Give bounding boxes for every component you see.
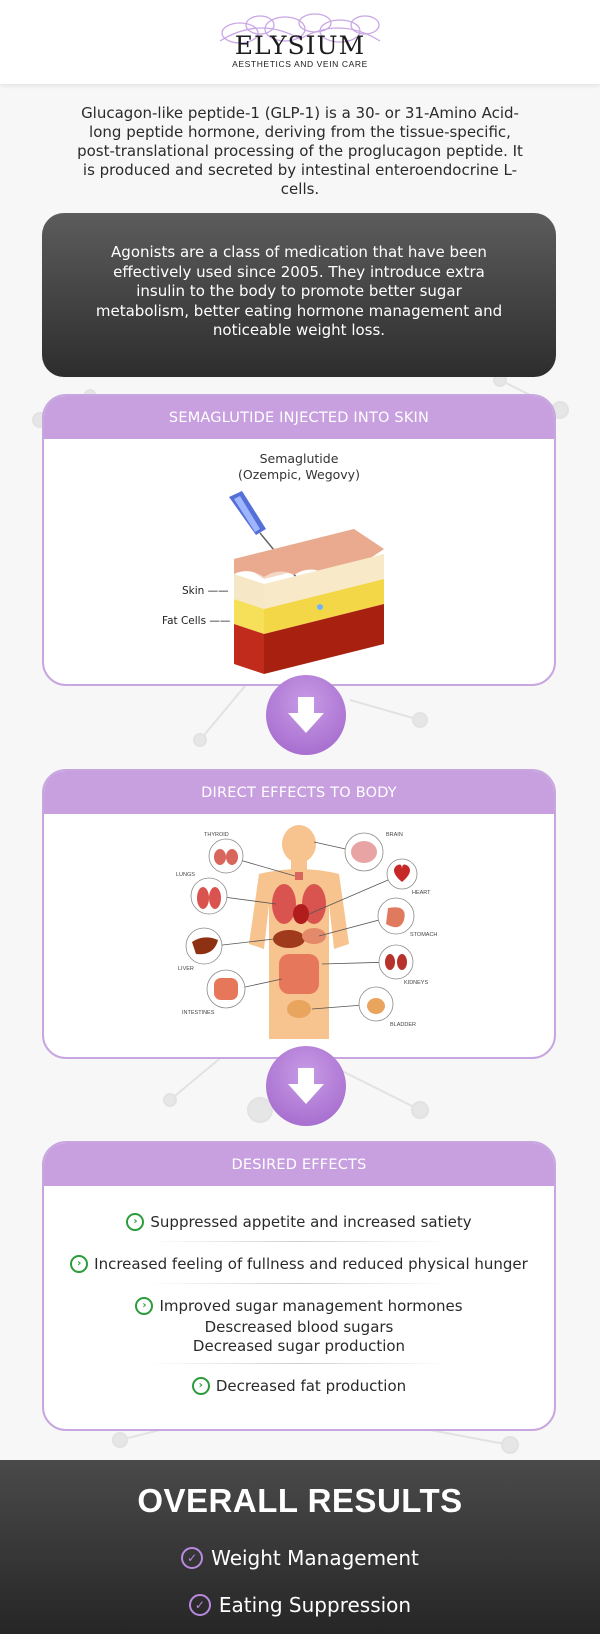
list-item: › Improved sugar management hormones — [44, 1294, 554, 1318]
bladder-icon — [367, 998, 385, 1014]
section-desired-effects: DESIRED EFFECTS › Suppressed appetite an… — [42, 1141, 556, 1431]
divider — [149, 1363, 449, 1364]
chevron-right-icon: › — [135, 1297, 154, 1315]
chevron-right-icon: › — [70, 1255, 89, 1273]
organ-label-kidneys: KIDNEYS — [404, 980, 428, 986]
header: ELYSIUM AESTHETICS AND VEIN CARE — [0, 0, 600, 84]
label-fat-cells: Fat Cells —— — [162, 615, 231, 627]
organ-label-stomach: STOMACH — [410, 932, 437, 938]
chevron-right-icon: › — [126, 1213, 145, 1231]
section-title: DIRECT EFFECTS TO BODY — [44, 771, 554, 814]
organ-label-lungs: LUNGS — [176, 872, 195, 878]
orchid-flower-icon — [219, 13, 381, 44]
drug-title: Semaglutide (Ozempic, Wegovy) — [44, 451, 554, 483]
lungs-icon — [197, 887, 221, 909]
sub-effect: Descreased blood sugars — [204, 1318, 394, 1336]
check-icon: ✓ — [188, 1594, 211, 1616]
organ-label-heart: HEART — [412, 890, 431, 896]
divider — [149, 1241, 449, 1242]
sub-effect: Decreased sugar production — [192, 1337, 406, 1355]
liver-icon — [192, 937, 218, 955]
logo-name: ELYSIUM — [234, 31, 366, 60]
organ-label-liver: LIVER — [178, 966, 194, 972]
chevron-right-icon: › — [191, 1377, 210, 1395]
section-semaglutide-injection: SEMAGLUTIDE INJECTED INTO SKIN Semagluti… — [42, 394, 556, 686]
list-item: › Suppressed appetite and increased sati… — [44, 1210, 554, 1234]
organ-label-intestines: INTESTINES — [182, 1010, 215, 1016]
results-title: OVERALL RESULTS — [137, 1482, 463, 1519]
list-item: › Decreased fat production — [44, 1374, 554, 1398]
drug-name: Semaglutide — [259, 451, 339, 466]
result-item: ✓ Eating Suppression — [0, 1593, 600, 1617]
divider — [149, 1283, 449, 1284]
brain-icon — [351, 841, 377, 863]
organ-label-bladder: BLADDER — [390, 1022, 416, 1028]
organ-label-thyroid: THYROID — [204, 832, 229, 838]
intro-paragraph: Glucagon-like peptide-1 (GLP-1) is a 30-… — [77, 104, 523, 198]
logo[interactable]: ELYSIUM AESTHETICS AND VEIN CARE — [200, 7, 400, 77]
skin-layers-illustration — [229, 491, 384, 674]
label-skin: Skin —— — [182, 585, 229, 597]
intestines-icon — [214, 978, 238, 1000]
stomach-icon — [386, 907, 405, 928]
human-body-organs-illustration: THYROID BRAIN LUNGS HEART STOMACH LIVER … — [176, 825, 437, 1039]
thyroid-icon — [214, 849, 238, 865]
drug-brands: (Ozempic, Wegovy) — [238, 467, 360, 482]
heart-icon — [394, 864, 410, 882]
kidneys-icon — [385, 954, 407, 970]
section-title: SEMAGLUTIDE INJECTED INTO SKIN — [44, 396, 554, 439]
agonists-text: Agonists are a class of medication that … — [95, 243, 503, 339]
organ-label-brain: BRAIN — [386, 832, 403, 838]
arrow-down-icon — [266, 1046, 346, 1126]
overall-results: OVERALL RESULTS ✓ Weight Management ✓ Ea… — [0, 1460, 600, 1634]
result-item: ✓ Weight Management — [0, 1546, 600, 1570]
arrow-down-icon — [266, 675, 346, 755]
list-item: › Increased feeling of fullness and redu… — [44, 1252, 554, 1276]
section-direct-effects: DIRECT EFFECTS TO BODY — [42, 769, 556, 1059]
section-title: DESIRED EFFECTS — [44, 1143, 554, 1186]
logo-subtitle: AESTHETICS AND VEIN CARE — [232, 59, 368, 69]
agonists-box: Agonists are a class of medication that … — [42, 213, 556, 377]
check-icon: ✓ — [181, 1547, 204, 1569]
